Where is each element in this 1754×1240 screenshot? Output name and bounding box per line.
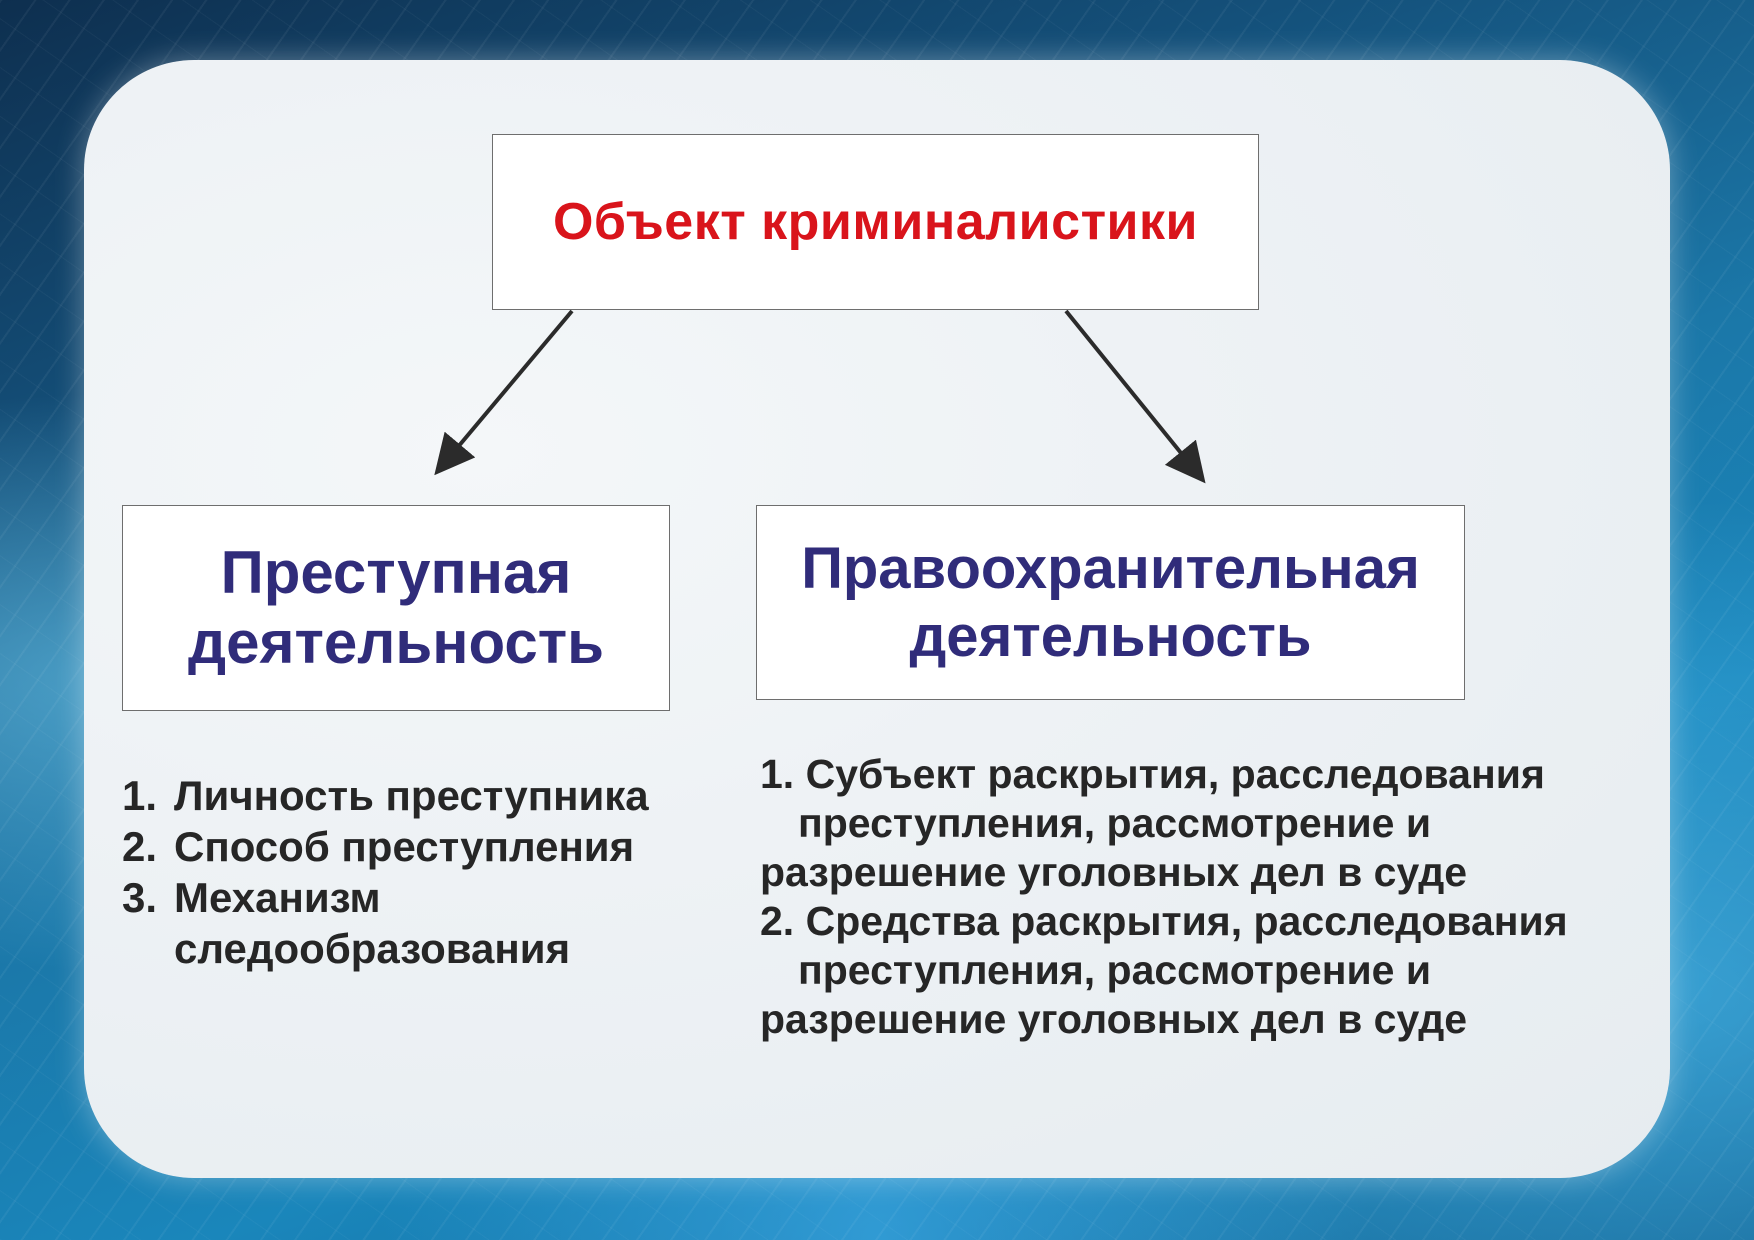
list-item-text: разрешение уголовных дел в суде <box>760 849 1468 895</box>
diagram-title: Объект криминалистики <box>552 193 1198 251</box>
criminal-activity-heading: Преступная деятельность <box>188 538 604 678</box>
criminal-activity-box: Преступная деятельность <box>122 505 670 711</box>
law-enforcement-elements-list: 1. Субъект раскрытия, расследования прес… <box>760 750 1660 1044</box>
list-item-number: 1. <box>122 772 158 819</box>
criminal-activity-elements-list: 1. Личность преступника 2. Способ престу… <box>122 770 722 974</box>
arrow-to-criminal-activity <box>434 309 574 476</box>
list-item: 1. Личность преступника <box>122 770 722 821</box>
list-item-text: разрешение уголовных дел в суде <box>760 996 1468 1042</box>
list-item-text: 2. Средства раскрытия, расследования <box>760 898 1568 944</box>
list-item-text: Механизм <box>174 874 381 921</box>
list-item-text: следообразования <box>174 925 571 972</box>
list-item-text: Способ преступления <box>174 823 635 870</box>
list-item-text: Личность преступника <box>174 772 649 819</box>
object-of-criminalistics-box: Объект криминалистики <box>492 134 1259 310</box>
law-enforcement-activity-box: Правоохранительная деятельность <box>756 505 1465 700</box>
law-enforcement-activity-heading: Правоохранительная деятельность <box>801 535 1420 671</box>
criminal-activity-line2: деятельность <box>188 609 604 676</box>
list-item-text: 1. Субъект раскрытия, расследования <box>760 751 1545 797</box>
list-item: 1. Субъект раскрытия, расследования прес… <box>760 750 1660 897</box>
list-item: 2. Средства раскрытия, расследования пре… <box>760 897 1660 1044</box>
list-item: 3. Механизм следообразования <box>122 872 722 974</box>
list-item: 2. Способ преступления <box>122 821 722 872</box>
list-item-number: 2. <box>122 823 158 870</box>
arrow-to-law-enforcement-activity <box>1064 309 1206 484</box>
list-item-text: преступления, рассмотрение и <box>798 947 1432 993</box>
list-item-text: преступления, рассмотрение и <box>798 800 1432 846</box>
criminal-activity-line1: Преступная <box>220 539 572 606</box>
law-enforcement-activity-line1: Правоохранительная <box>801 535 1420 601</box>
law-enforcement-activity-line2: деятельность <box>909 603 1312 669</box>
list-item-text-block: Механизм следообразования <box>174 872 570 974</box>
list-item-number: 3. <box>122 874 158 921</box>
